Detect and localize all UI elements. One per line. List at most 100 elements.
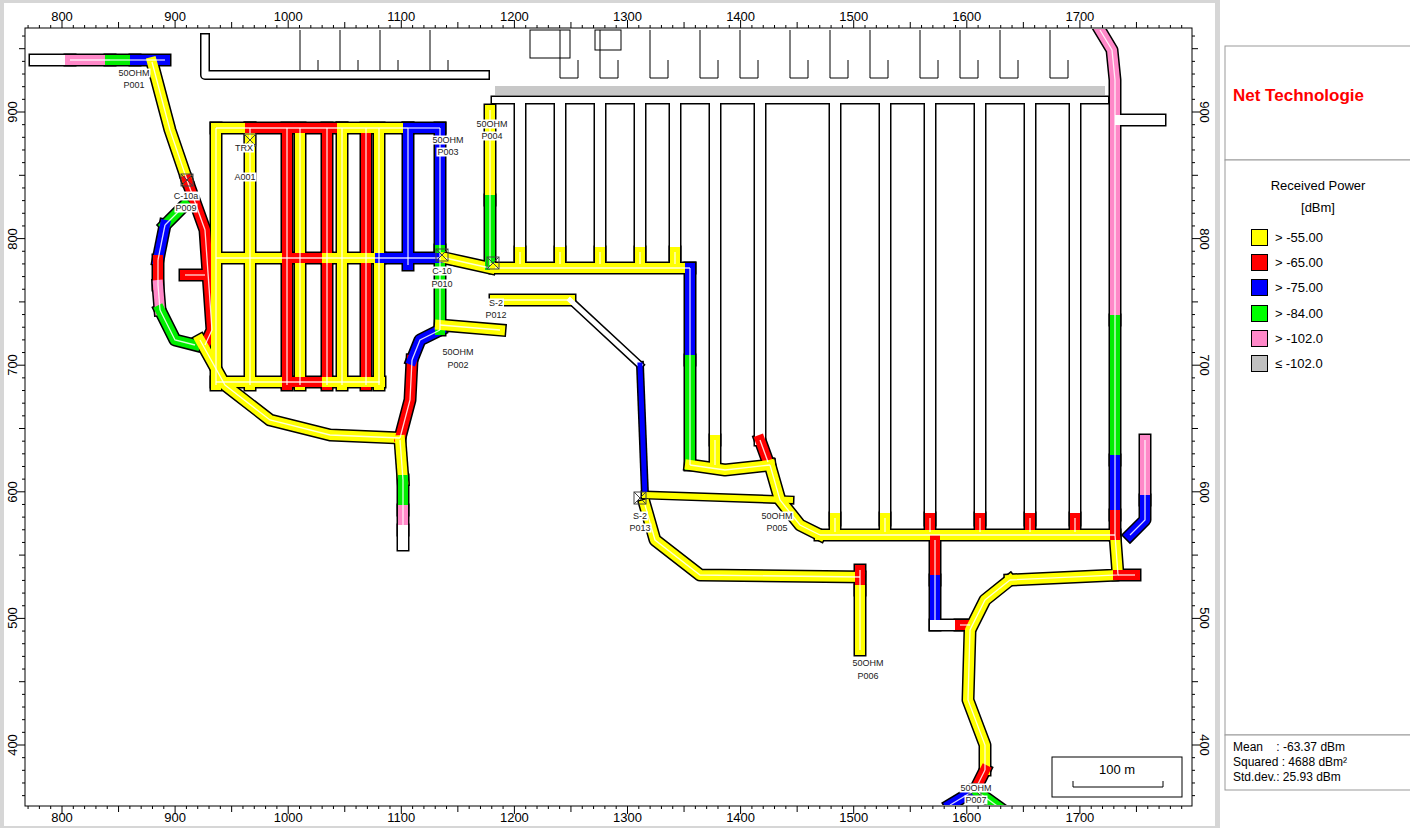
tick	[1192, 453, 1195, 454]
tick	[1192, 289, 1195, 290]
tick	[1192, 441, 1195, 442]
tunnel-centre	[286, 128, 287, 385]
building	[960, 30, 978, 78]
tick	[525, 806, 526, 809]
tick	[1192, 137, 1195, 138]
tick	[684, 806, 685, 812]
tick	[152, 25, 153, 28]
tunnel-centre	[674, 252, 675, 264]
coverage-band	[380, 253, 440, 263]
tick	[186, 25, 187, 28]
tick	[22, 415, 25, 416]
company-name: Net Technologie	[1233, 87, 1364, 106]
tick	[480, 806, 481, 809]
tick	[118, 806, 119, 812]
tick	[310, 25, 311, 28]
tick	[1192, 694, 1195, 695]
coverage-band	[495, 263, 690, 273]
coverage-band	[1070, 105, 1080, 520]
tick	[84, 25, 85, 28]
tick	[1113, 25, 1114, 28]
map-label: 50OHM	[760, 512, 793, 521]
tunnel-centre	[326, 128, 327, 385]
tunnel-outline	[554, 105, 567, 255]
coverage-bands	[35, 30, 1160, 805]
axis-number: 800	[51, 811, 73, 825]
tunnel-centre	[689, 360, 690, 465]
tick	[955, 25, 956, 28]
tick	[1192, 605, 1195, 606]
building	[530, 30, 570, 58]
coverage-band	[403, 128, 413, 265]
tick	[22, 162, 25, 163]
tick	[763, 806, 764, 809]
coverage-band	[968, 580, 1010, 770]
tick	[944, 806, 945, 809]
tick	[503, 806, 504, 809]
scale-label: 100 m	[1099, 763, 1135, 777]
tick	[22, 99, 25, 100]
legend-heading: Received Power	[1271, 179, 1366, 193]
tick	[819, 25, 820, 28]
tick	[107, 806, 108, 809]
tunnel-outline	[1120, 114, 1160, 127]
tunnel-centre	[216, 127, 250, 128]
map-label: P005	[765, 524, 788, 533]
tunnel-centre	[250, 127, 342, 128]
tick	[751, 25, 752, 28]
coverage-band	[555, 252, 565, 264]
coverage-band	[398, 530, 408, 545]
tick	[367, 806, 368, 809]
legend-swatch	[1251, 254, 1268, 271]
building	[1050, 30, 1068, 78]
tick	[141, 806, 142, 809]
tick	[1192, 339, 1195, 340]
map-label: 50OHM	[441, 348, 474, 357]
tick	[1192, 707, 1195, 708]
tick	[1125, 806, 1126, 809]
tunnel-outline	[216, 252, 287, 265]
tunnel-outline	[760, 440, 768, 462]
tick	[299, 806, 300, 809]
tick	[774, 25, 775, 28]
tick	[831, 25, 832, 28]
tunnel-outline	[554, 252, 567, 264]
legend-text: > -55.00	[1275, 229, 1323, 246]
tick	[1192, 124, 1195, 125]
tick	[22, 732, 25, 733]
tunnel-outline	[684, 360, 697, 465]
tunnel-outline	[974, 105, 987, 520]
tick	[129, 806, 130, 809]
tick	[50, 806, 51, 809]
coverage-band	[635, 252, 645, 264]
tick	[1192, 225, 1195, 226]
tunnel-outline	[1024, 518, 1037, 532]
coverage-band	[755, 105, 765, 440]
coverage-band	[760, 440, 768, 462]
legend-text: > -65.00	[1275, 254, 1323, 271]
building-outlines	[300, 30, 1105, 95]
coverage-band	[830, 105, 840, 520]
legend-swatch	[1251, 229, 1268, 246]
coverage-band	[1110, 460, 1120, 515]
tick	[22, 441, 25, 442]
tunnel-centre	[1029, 518, 1030, 532]
tick	[22, 403, 25, 404]
tick	[1102, 25, 1103, 28]
coverage-band	[216, 123, 250, 133]
ruler-ground	[4, 3, 1215, 826]
tick	[978, 806, 979, 809]
tunnel-centre	[439, 128, 440, 250]
tick	[1192, 86, 1195, 87]
tunnel-outline	[1024, 105, 1037, 520]
tunnel-centre	[249, 128, 250, 385]
statistic: Mean : -63.37 dBm	[1233, 741, 1345, 754]
coverage-band	[930, 580, 940, 625]
tick	[1091, 806, 1092, 809]
tick	[932, 25, 933, 28]
tick	[322, 25, 323, 28]
tick	[1192, 200, 1195, 201]
tick	[22, 605, 25, 606]
tick	[1023, 806, 1024, 812]
tick	[706, 25, 707, 28]
